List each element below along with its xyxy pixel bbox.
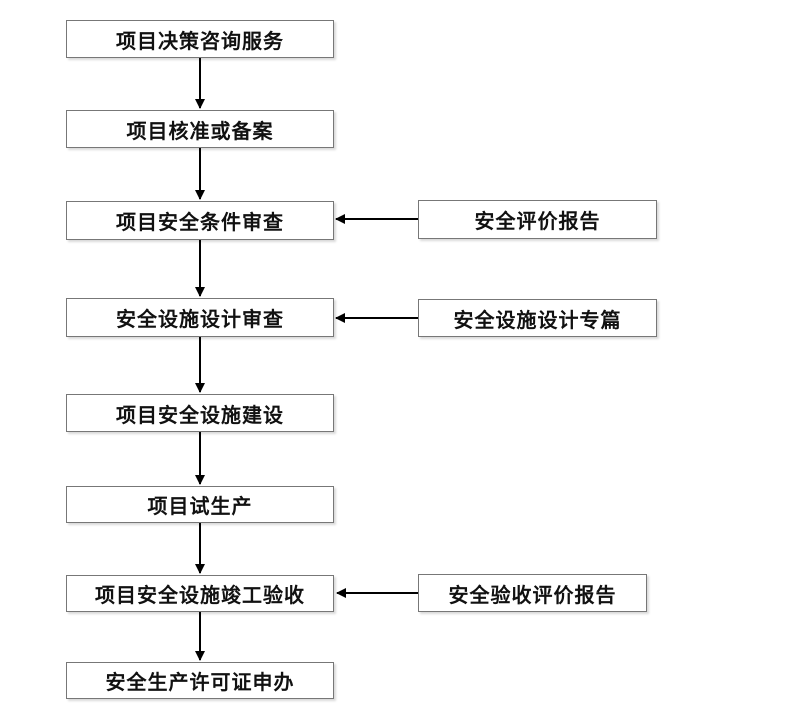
step-decision-consulting: 项目决策咨询服务 — [66, 20, 334, 58]
input-acceptance-evaluation-report: 安全验收评价报告 — [418, 574, 647, 612]
step-safety-facility-design-review: 安全设施设计审查 — [66, 298, 334, 337]
step-approval-or-filing: 项目核准或备案 — [66, 110, 334, 148]
step-safety-production-license: 安全生产许可证申办 — [66, 662, 334, 699]
step-completion-acceptance: 项目安全设施竣工验收 — [66, 575, 334, 612]
input-safety-facility-design-chapter: 安全设施设计专篇 — [418, 299, 657, 337]
step-safety-condition-review: 项目安全条件审查 — [66, 201, 334, 240]
step-trial-production: 项目试生产 — [66, 486, 334, 523]
input-safety-evaluation-report: 安全评价报告 — [418, 200, 657, 239]
step-safety-facility-construction: 项目安全设施建设 — [66, 394, 334, 432]
